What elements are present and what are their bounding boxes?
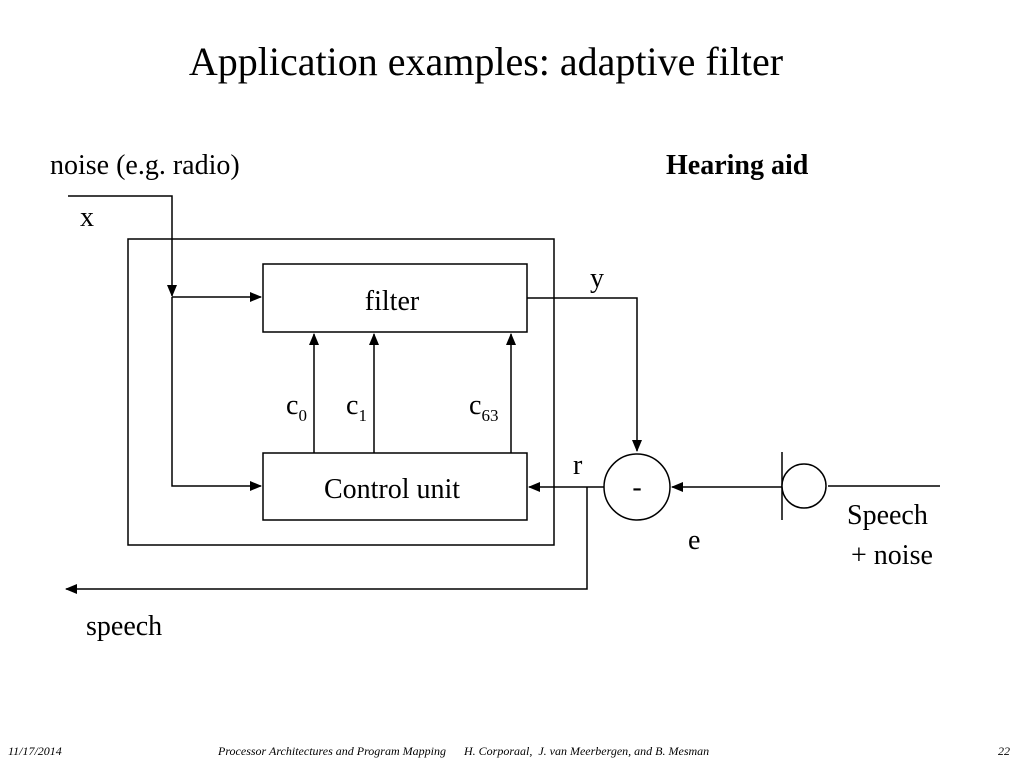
coefficient-c0-sub: 0 <box>298 406 307 425</box>
coefficient-c63-label: c63 <box>469 390 498 425</box>
input-label-speech: Speech <box>847 500 928 531</box>
input-label-noise: + noise <box>851 540 933 571</box>
subtractor-label: - <box>632 472 641 503</box>
hearing-aid-box <box>127 238 555 546</box>
coefficient-c1-label: c1 <box>346 390 367 425</box>
x-to-control-arrow <box>171 297 262 491</box>
r-label: r <box>573 450 583 481</box>
microphone-icon <box>781 463 827 509</box>
footer-date: 11/17/2014 <box>8 744 62 758</box>
footer-page-number: 22 <box>998 744 1010 758</box>
coefficient-c1-sub: 1 <box>358 406 367 425</box>
noise-input-line <box>68 195 177 297</box>
x-label: x <box>80 202 94 233</box>
e-label: e <box>688 525 700 556</box>
filter-output-y-line <box>527 297 642 452</box>
hearing-aid-heading: Hearing aid <box>666 150 809 181</box>
noise-label: noise (e.g. radio) <box>50 150 240 181</box>
coefficient-c0-label: c0 <box>286 390 307 425</box>
speech-output-label: speech <box>86 611 162 642</box>
coefficient-c1-base: c <box>346 390 358 421</box>
slide-title: Application examples: adaptive filter <box>188 39 784 84</box>
footer-credit: Processor Architectures and Program Mapp… <box>218 744 710 758</box>
filter-label: filter <box>365 286 420 317</box>
control-unit-label: Control unit <box>324 474 460 505</box>
coefficient-c63-base: c <box>469 390 481 421</box>
y-label: y <box>590 263 604 294</box>
speech-output-line <box>65 487 588 594</box>
control-unit-block <box>262 452 528 521</box>
filter-block <box>262 263 528 333</box>
coefficient-c63-sub: 63 <box>481 406 498 425</box>
coefficient-c0-base: c <box>286 390 298 421</box>
